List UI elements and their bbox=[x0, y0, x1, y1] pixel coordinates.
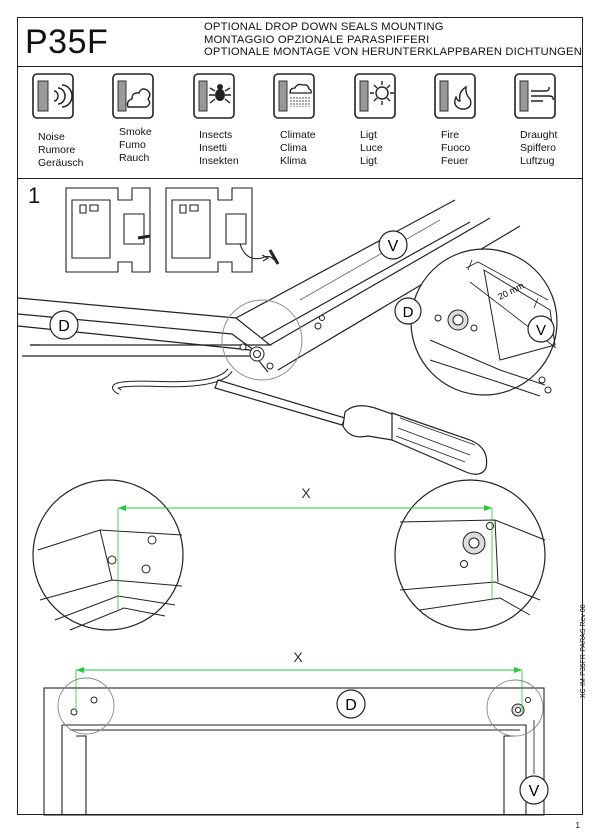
label-de: Ligt bbox=[360, 155, 377, 167]
detail-circle-left bbox=[32, 479, 184, 631]
callout-v-main: V bbox=[378, 230, 408, 260]
draught-icon bbox=[514, 73, 556, 119]
climate-icon bbox=[273, 73, 315, 119]
light-label: Ligt Luce Ligt bbox=[360, 129, 383, 168]
label-en: Smoke bbox=[119, 126, 152, 138]
title-line-de: OPTIONALE MONTAGE VON HERUNTERKLAPPBAREN… bbox=[204, 46, 582, 58]
step-number: 1 bbox=[28, 183, 41, 208]
page-number: 1 bbox=[575, 821, 580, 830]
draught-label: Draught Spiffero Luftzug bbox=[520, 129, 557, 168]
profile-section-before bbox=[65, 187, 151, 273]
noise-icon bbox=[32, 73, 74, 119]
smoke-label: Smoke Fumo Rauch bbox=[119, 126, 152, 165]
frame-elevation bbox=[43, 687, 545, 816]
label-de: Luftzug bbox=[520, 155, 555, 167]
screw-detail bbox=[239, 315, 325, 370]
title-line-it: MONTAGGIO OPZIONALE PARASPIFFERI bbox=[204, 33, 430, 46]
measure-x-bottom: X bbox=[75, 649, 523, 712]
model-code: P35F bbox=[25, 23, 109, 61]
callout-d-main: D bbox=[49, 310, 79, 340]
label-it: Insetti bbox=[199, 142, 228, 154]
label-de: Geräusch bbox=[38, 157, 84, 169]
svg-text:V: V bbox=[388, 238, 399, 255]
svg-text:V: V bbox=[529, 783, 540, 800]
fire-label: Fire Fuoco Feuer bbox=[441, 129, 470, 168]
screwdriver bbox=[214, 379, 488, 475]
label-de: Rauch bbox=[119, 152, 150, 164]
label-it: Rumore bbox=[38, 144, 76, 156]
profile-section-after bbox=[165, 187, 280, 273]
label-it: Fumo bbox=[119, 139, 146, 151]
callout-d-detail: D bbox=[394, 297, 422, 325]
svg-text:D: D bbox=[403, 304, 414, 321]
label-de: Klima bbox=[280, 155, 307, 167]
label-en: Fire bbox=[441, 129, 460, 141]
insects-icon bbox=[193, 73, 235, 119]
label-it: Luce bbox=[360, 142, 383, 154]
callout-v-detail: V bbox=[527, 315, 555, 343]
label-de: Feuer bbox=[441, 155, 469, 167]
callout-d-bottom: D bbox=[336, 689, 366, 719]
detail-circle-right bbox=[394, 479, 546, 631]
label-it: Spiffero bbox=[520, 142, 556, 154]
title-block: OPTIONAL DROP DOWN SEALS MOUNTING MONTAG… bbox=[204, 21, 582, 59]
svg-text:D: D bbox=[58, 318, 70, 335]
label-en: Insects bbox=[199, 129, 233, 141]
label-en: Noise bbox=[38, 131, 65, 143]
header-divider bbox=[17, 66, 583, 67]
title-line-en: OPTIONAL DROP DOWN SEALS MOUNTING bbox=[204, 21, 444, 33]
svg-text:D: D bbox=[345, 697, 357, 714]
icons-divider bbox=[17, 178, 583, 179]
label-en: Draught bbox=[520, 129, 558, 141]
label-en: Ligt bbox=[360, 129, 377, 141]
light-icon bbox=[354, 73, 396, 119]
noise-label: Noise Rumore Geräusch bbox=[38, 131, 84, 170]
label-it: Fuoco bbox=[441, 142, 471, 154]
label-de: Insekten bbox=[199, 155, 239, 167]
fire-icon bbox=[434, 73, 476, 119]
detail-circle-top: 20 mm bbox=[410, 248, 558, 397]
svg-text:X: X bbox=[301, 485, 311, 501]
insects-label: Insects Insetti Insekten bbox=[199, 129, 239, 168]
label-it: Clima bbox=[280, 142, 307, 154]
smoke-icon bbox=[112, 73, 154, 119]
callout-v-bottom: V bbox=[519, 720, 549, 805]
label-en: Climate bbox=[280, 129, 316, 141]
svg-text:V: V bbox=[536, 322, 546, 339]
measure-x-middle: X bbox=[117, 485, 493, 610]
climate-label: Climate Clima Klima bbox=[280, 129, 316, 168]
svg-text:X: X bbox=[293, 649, 303, 665]
document-code: XC-IM-P35FR-PARAS Rev 00 bbox=[580, 604, 587, 698]
